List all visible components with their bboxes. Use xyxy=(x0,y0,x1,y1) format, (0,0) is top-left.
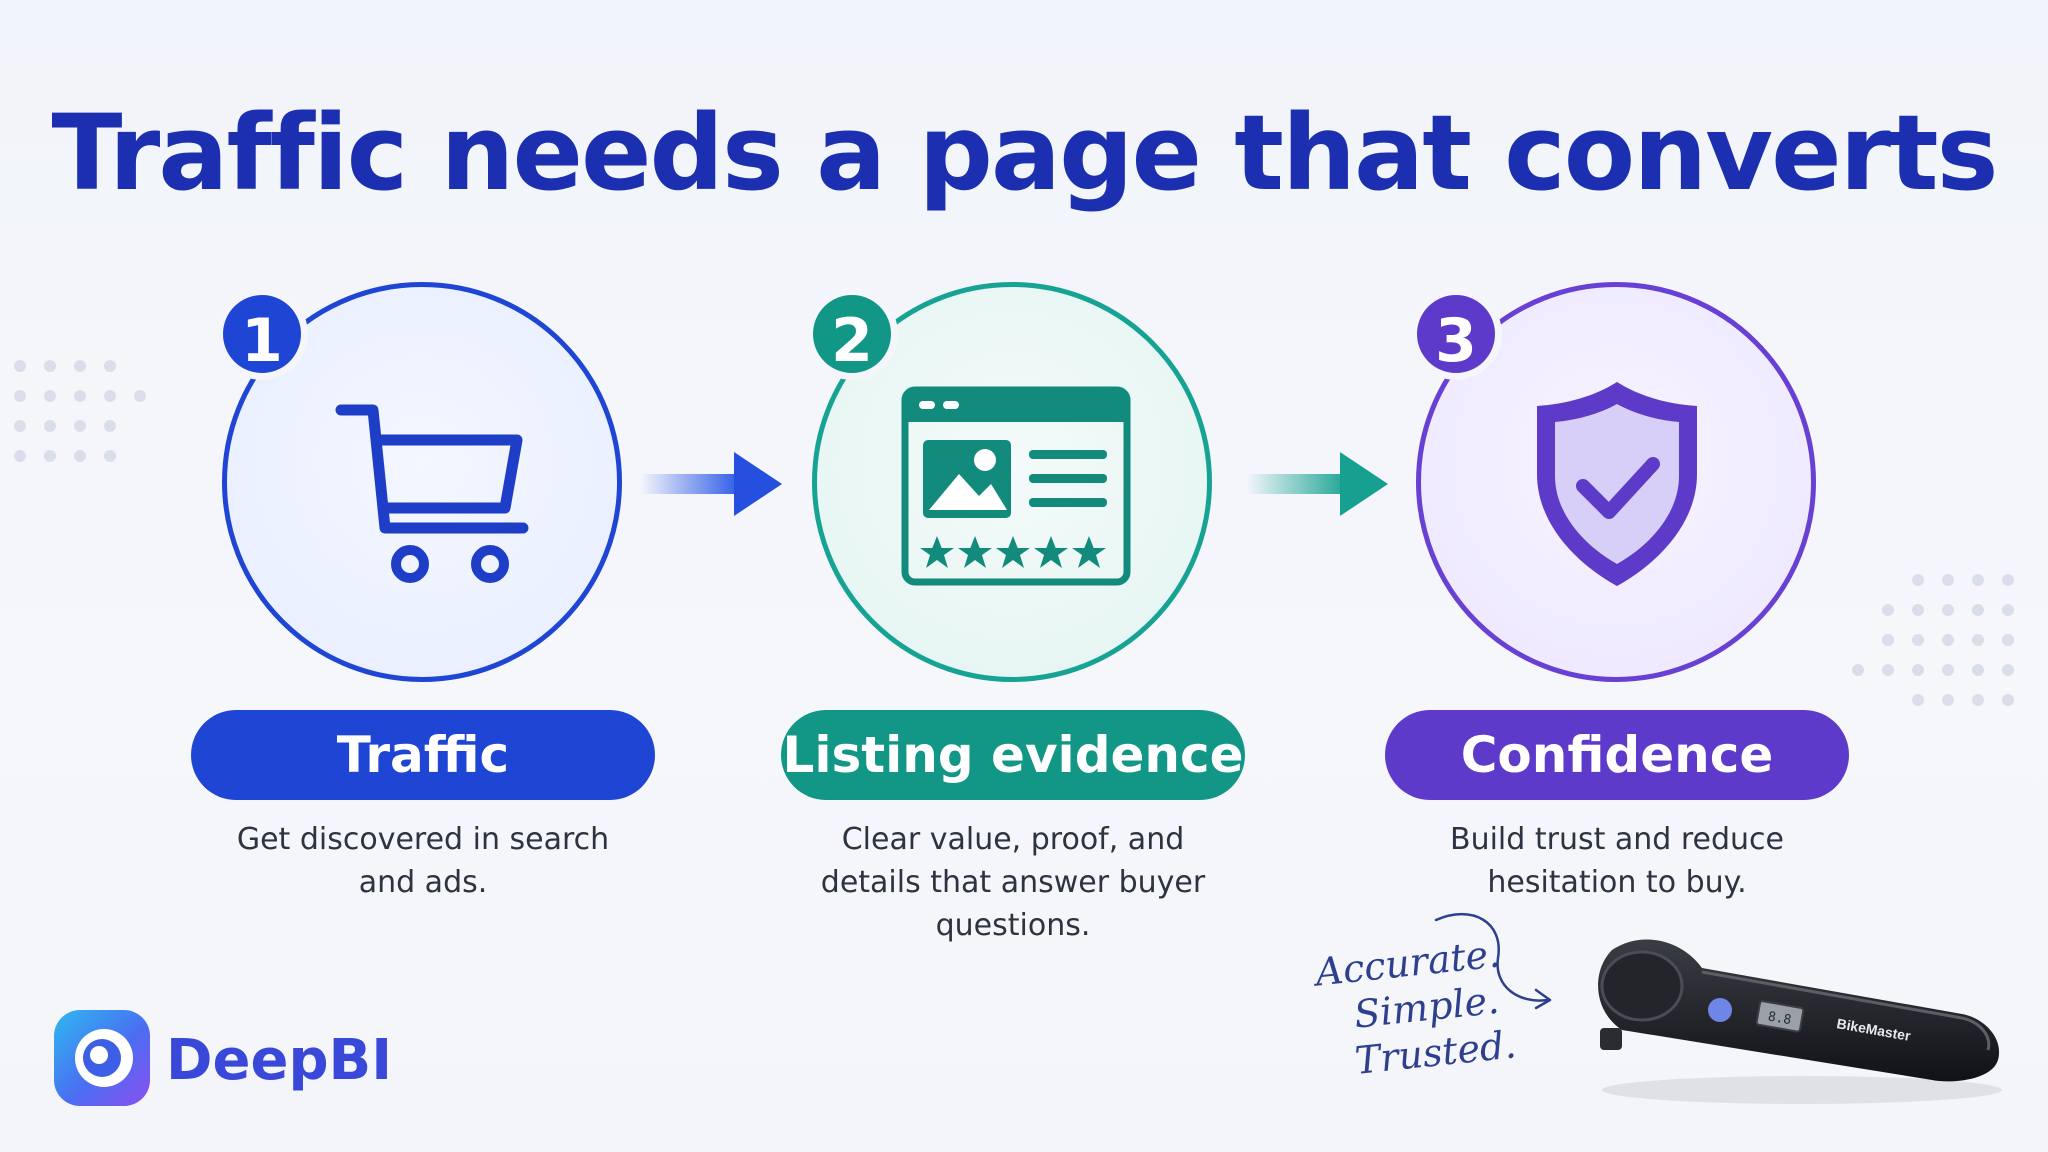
tire-gauge-product-image: 8.8 BikeMaster xyxy=(1598,939,2002,1104)
listing-page-icon xyxy=(901,386,1131,586)
step-number-badge: 2 xyxy=(806,288,898,380)
shield-check-icon xyxy=(1537,382,1697,586)
deepbi-logo-icon xyxy=(54,1010,150,1106)
step-description: Build trust and reduce hesitation to buy… xyxy=(1450,822,1784,900)
arrow-right-icon xyxy=(1246,452,1388,516)
curved-arrow-icon xyxy=(1434,912,1552,1010)
step-description: Clear value, proof, and details that ans… xyxy=(820,822,1206,943)
page-title: Traffic needs a page that converts xyxy=(51,92,1998,214)
device-display-text: 8.8 xyxy=(1767,1009,1793,1028)
step-number-badge: 1 xyxy=(216,288,308,380)
step-label-pill: Confidence xyxy=(1385,710,1849,800)
shopping-cart-icon xyxy=(335,404,529,583)
step-description: Get discovered in search and ads. xyxy=(236,822,610,900)
arrow-right-icon xyxy=(640,452,782,516)
step-listing-evidence: 2 Listing evidence Clear value, proof, a… xyxy=(778,278,1248,978)
brand-name: DeepBI xyxy=(166,1028,393,1093)
step-label-pill: Traffic xyxy=(191,710,655,800)
step-label-pill: Listing evidence xyxy=(781,710,1245,800)
step-confidence: 3 Confidence Build trust and reduce hesi… xyxy=(1382,278,1852,978)
step-number-badge: 3 xyxy=(1410,288,1502,380)
step-traffic: 1 Traffic Get discovered in search and a… xyxy=(188,278,658,978)
